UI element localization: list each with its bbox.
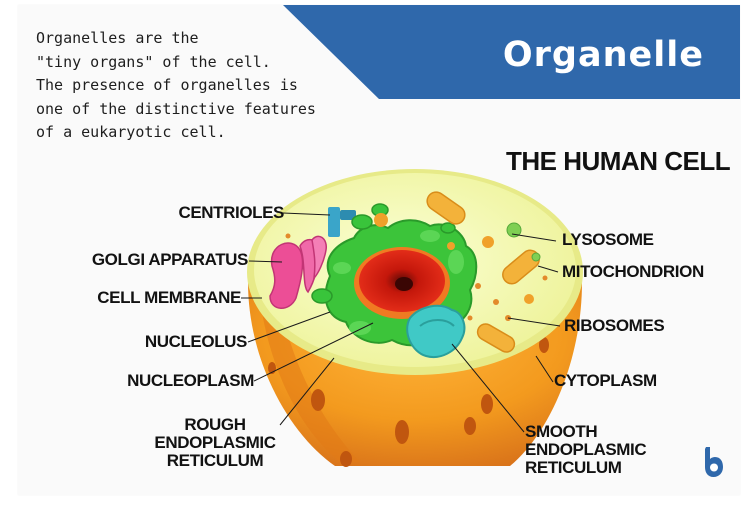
label-cell-membrane: CELL MEMBRANE	[97, 289, 241, 307]
label-golgi-apparatus: GOLGI APPARATUS	[92, 251, 248, 269]
label-ribosomes: RIBOSOMES	[564, 317, 664, 335]
label-nucleolus: NUCLEOLUS	[145, 333, 247, 351]
label-lysosome: LYSOSOME	[562, 231, 654, 249]
label-rough-er: ROUGH ENDOPLASMIC RETICULUM	[140, 416, 290, 470]
label-cytoplasm: CYTOPLASM	[554, 372, 657, 390]
label-smooth-er: SMOOTH ENDOPLASMIC RETICULUM	[525, 423, 646, 477]
label-centrioles: CENTRIOLES	[178, 204, 284, 222]
biology-dictionary-logo-icon	[701, 445, 725, 479]
nucleolus	[395, 277, 413, 291]
label-nucleoplasm: NUCLEOPLASM	[127, 372, 254, 390]
label-mitochondrion: MITOCHONDRION	[562, 263, 704, 281]
